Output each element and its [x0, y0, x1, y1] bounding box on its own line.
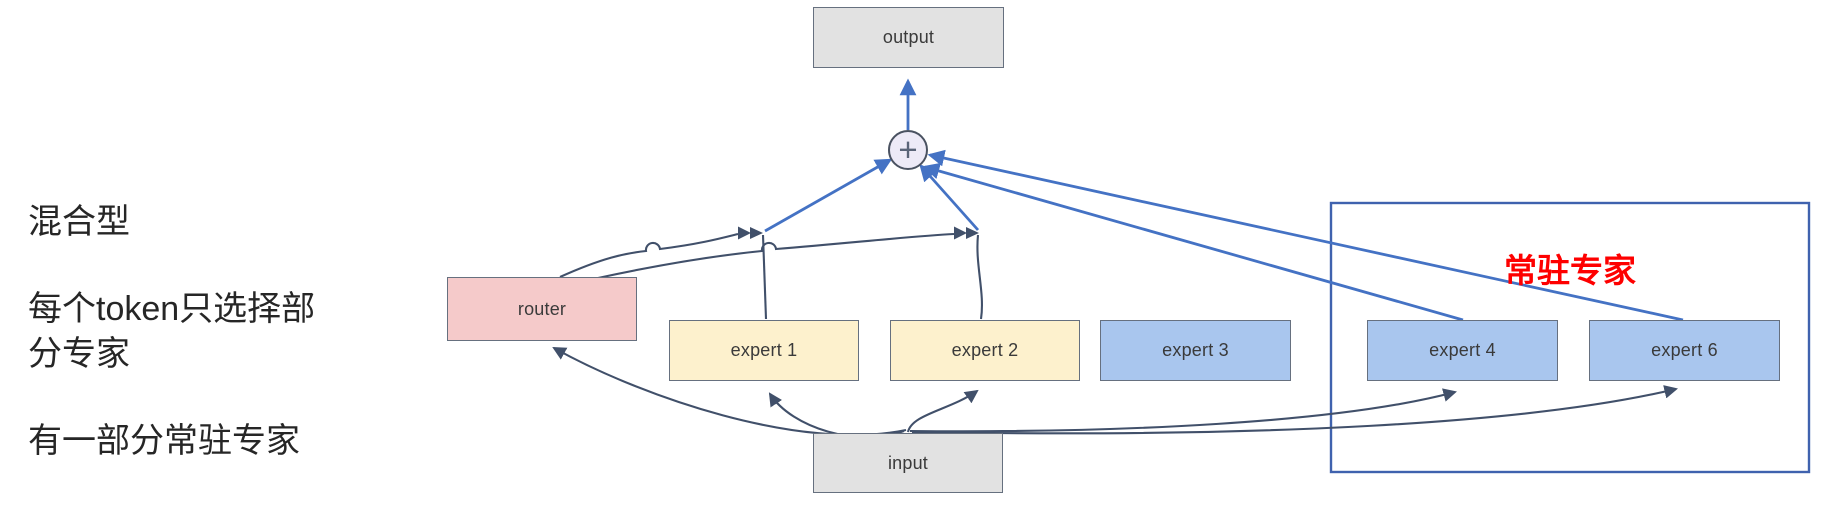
resident-experts-container — [1329, 201, 1811, 474]
connector-input-to-expert6 — [911, 385, 1678, 435]
node-output: output — [813, 7, 1004, 68]
node-router-label: router — [517, 298, 567, 319]
arrow-expert6-to-sum — [927, 149, 1684, 322]
node-input: input — [813, 433, 1003, 493]
connector-input-to-expert4 — [909, 388, 1457, 433]
node-expert-6: expert 6 — [1589, 320, 1780, 381]
connector-junction1-to-expert1 — [761, 234, 768, 320]
node-expert-6-label: expert 6 — [1651, 340, 1718, 360]
node-expert-3: expert 3 — [1100, 320, 1291, 381]
node-expert-2: expert 2 — [890, 320, 1080, 381]
arrow-expert4-to-sum — [922, 162, 1464, 322]
annotation-resident-experts: 有一部分常驻专家 — [28, 422, 300, 460]
side-annotations: 混合型 每个token只选择部分专家 有一部分常驻专家 — [28, 200, 346, 506]
node-input-label: input — [887, 452, 929, 473]
node-expert-1: expert 1 — [669, 320, 859, 381]
connector-junction2-to-expert2 — [976, 234, 983, 320]
junction-double-arrowheads — [738, 226, 979, 240]
connector-router-to-junction2 — [597, 232, 955, 280]
arrow-expert2-junction-to-sum — [919, 164, 980, 231]
node-router: router — [447, 277, 637, 341]
node-expert-2-label: expert 2 — [951, 340, 1019, 360]
annotation-token-selection: 每个token只选择部分专家 — [28, 290, 316, 373]
node-expert-1-label: expert 1 — [730, 340, 798, 360]
node-expert-4: expert 4 — [1367, 320, 1558, 381]
plus-icon: + — [898, 131, 917, 168]
resident-experts-caption: 常驻专家 — [1504, 252, 1636, 289]
sum-node — [888, 130, 928, 170]
node-expert-3-label: expert 3 — [1162, 340, 1229, 360]
annotation-hybrid-type: 混合型 — [28, 203, 130, 241]
connector-router-to-junction1 — [559, 232, 739, 278]
connector-input-to-expert2 — [906, 389, 979, 433]
node-expert-4-label: expert 4 — [1429, 340, 1496, 360]
node-output-label: output — [882, 27, 935, 47]
arrow-expert1-junction-to-sum — [764, 158, 893, 233]
